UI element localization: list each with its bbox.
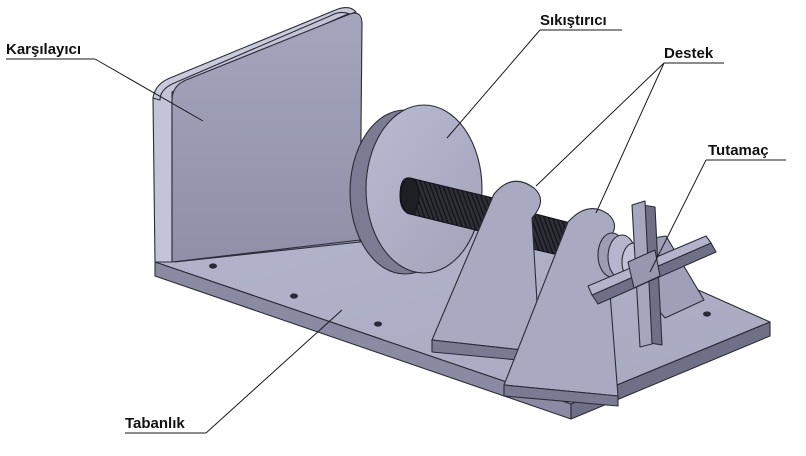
label-support: Destek bbox=[664, 45, 714, 62]
base-hole bbox=[374, 321, 382, 327]
label-receiver: Karşılayıcı bbox=[6, 41, 81, 58]
base-hole bbox=[703, 311, 711, 317]
support-1 bbox=[431, 180, 542, 363]
label-clamp: Sıkıştırıcı bbox=[540, 12, 607, 29]
label-base: Tabanlık bbox=[125, 415, 185, 432]
leader-receiver bbox=[94, 58, 204, 122]
leader-handle bbox=[649, 159, 707, 273]
base-plate-right-side bbox=[570, 321, 771, 420]
callouts: Karşılayıcı Sıkıştırıcı Destek Tutamaç T… bbox=[6, 12, 786, 434]
leader-support-2 bbox=[595, 62, 665, 214]
handle bbox=[587, 200, 717, 348]
base-hole bbox=[209, 263, 217, 269]
receiver-wall bbox=[152, 6, 363, 263]
support-1-face bbox=[431, 180, 542, 353]
label-handle: Tutamaç bbox=[708, 142, 769, 159]
leader-base bbox=[205, 309, 343, 434]
leader-support-1 bbox=[535, 62, 665, 187]
receiver-wall-face bbox=[171, 12, 363, 263]
support-2 bbox=[503, 208, 619, 407]
leader-clamp bbox=[446, 29, 541, 139]
base-hole bbox=[290, 293, 298, 299]
